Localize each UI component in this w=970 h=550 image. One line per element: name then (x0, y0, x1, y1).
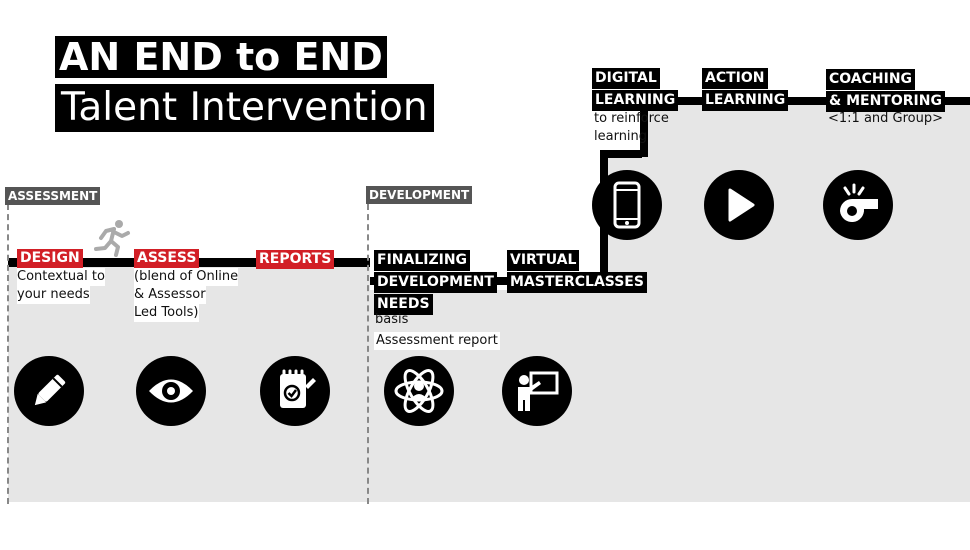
development-area (370, 290, 970, 502)
phase-assessment: ASSESSMENT (5, 187, 101, 205)
teacher-icon (502, 356, 572, 426)
title-line-1: AN END to END (55, 36, 387, 78)
action-line-2: LEARNING (702, 90, 789, 111)
finalizing-desc-1: basis (375, 312, 409, 327)
assess-desc-2: & Assessor (134, 286, 206, 304)
virtual-label: VIRTUAL MASTERCLASSES (507, 249, 647, 293)
coaching-line-1: COACHING (826, 69, 916, 90)
finalizing-label: FINALIZING DEVELOPMENT NEEDS (374, 249, 497, 315)
digital-desc-2: learning (594, 129, 648, 144)
digital-line-2: LEARNING (592, 90, 679, 111)
virtual-line-2: MASTERCLASSES (507, 272, 647, 293)
virtual-line-1: VIRTUAL (507, 250, 580, 271)
pencil-icon (14, 356, 84, 426)
timeline-bar-top (640, 97, 970, 105)
assess-desc-3: Led Tools) (134, 304, 199, 322)
assessment-separator (7, 204, 9, 504)
coaching-label: COACHING & MENTORING (826, 68, 945, 112)
digital-line-1: DIGITAL (592, 68, 660, 89)
action-label: ACTION LEARNING (702, 67, 789, 111)
coaching-desc-1: <1:1 and Group> (828, 111, 944, 126)
finalizing-line-3: NEEDS (374, 294, 433, 315)
digital-area (602, 150, 970, 290)
title-line-2: Talent Intervention (55, 84, 434, 132)
runner-icon (92, 219, 132, 261)
action-line-1: ACTION (702, 68, 768, 89)
whistle-icon (823, 170, 893, 240)
phase-development: DEVELOPMENT (366, 186, 473, 204)
coaching-line-2: & MENTORING (826, 91, 945, 112)
assess-label: ASSESS (134, 249, 200, 268)
timeline-bar-step-vertical (640, 97, 648, 157)
design-label: DESIGN (17, 249, 83, 268)
finalizing-desc-2: Assessment report (374, 332, 500, 350)
digital-desc-1: to reinforce (594, 111, 669, 126)
atom-person-icon (384, 356, 454, 426)
development-separator (367, 204, 369, 504)
mobile-icon (592, 170, 662, 240)
design-desc-1: Contextual to (17, 268, 105, 286)
report-icon (260, 356, 330, 426)
assess-desc-1: (blend of Online (134, 268, 239, 286)
digital-label: DIGITAL LEARNING (592, 67, 679, 111)
finalizing-line-2: DEVELOPMENT (374, 272, 497, 293)
timeline-bar-step (600, 150, 642, 158)
reports-label: REPORTS (256, 250, 335, 269)
play-icon (704, 170, 774, 240)
design-desc-2: your needs (17, 286, 90, 304)
finalizing-line-1: FINALIZING (374, 250, 471, 271)
eye-icon (136, 356, 206, 426)
